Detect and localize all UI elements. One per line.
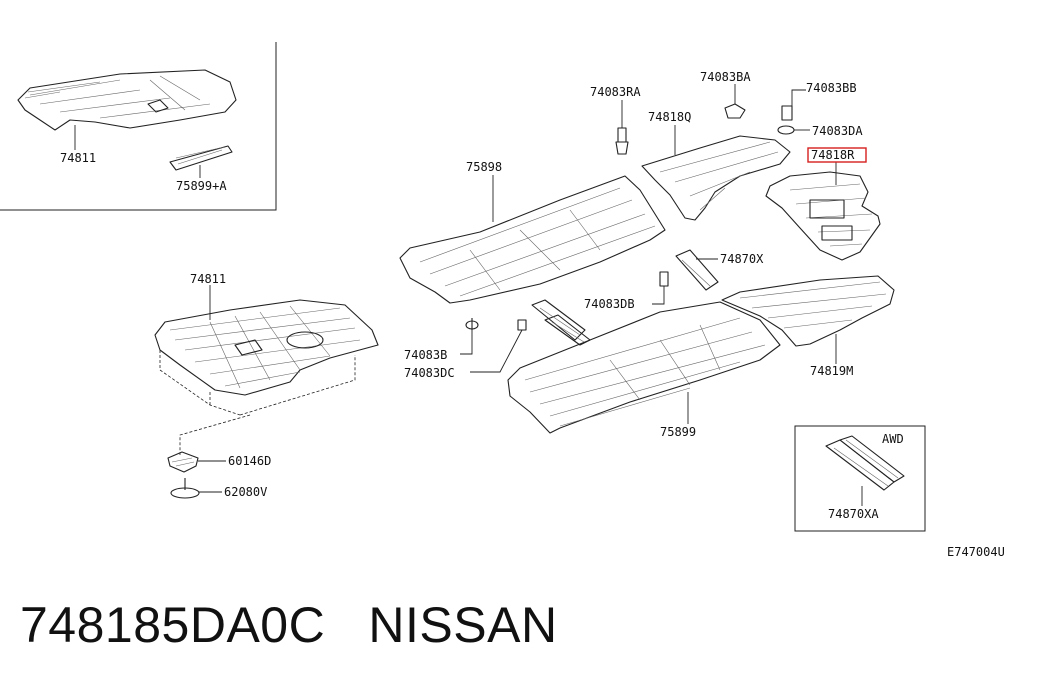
label-side-cover-m: 74819M	[810, 364, 853, 378]
clip-74083db	[652, 271, 669, 305]
label-main-cover: 74811	[190, 272, 226, 286]
side-cover-74819m	[721, 275, 895, 364]
label-clip-bb: 74083BB	[806, 81, 857, 95]
rear-cover-left	[507, 301, 781, 434]
diagram-code: E747004U	[947, 545, 1005, 559]
main-undercover	[154, 285, 379, 455]
label-side-cover-r: 74818R	[811, 148, 855, 162]
side-cover-74818q	[641, 125, 791, 221]
center-cover-part	[399, 175, 666, 304]
caption-brand: NISSAN	[368, 597, 558, 653]
label-clip-dc: 74083DC	[404, 366, 455, 380]
label-inset-cover: 74811	[60, 151, 96, 165]
caption-part-number: 748185DA0C	[20, 597, 326, 653]
side-cover-r-part	[765, 171, 881, 261]
caption: 748185DA0C NISSAN	[20, 596, 558, 654]
side-cover-74818r	[765, 162, 881, 261]
inset-bracket-part	[169, 145, 233, 171]
clip-74083ra	[615, 100, 629, 155]
label-clip-ba: 74083BA	[700, 70, 751, 84]
clip-74083bb	[781, 89, 806, 121]
inset-frame-top-left	[0, 42, 277, 211]
nut-60146d	[167, 451, 226, 473]
label-rear-cover-left: 75899	[660, 425, 696, 439]
bracket-center	[531, 299, 591, 346]
inset-cover-part	[17, 69, 237, 131]
label-side-cover-q: 74818Q	[648, 110, 691, 124]
label-clip-da: 74083DA	[812, 124, 863, 138]
label-grommet: 62080V	[224, 485, 267, 499]
label-bracket-x: 74870X	[720, 252, 764, 266]
label-nut: 60146D	[228, 454, 271, 468]
clip-74083da	[777, 125, 810, 135]
side-cover-q-part	[641, 135, 791, 221]
label-bracket-xa: 74870XA	[828, 507, 879, 521]
side-cover-m-part	[721, 275, 895, 347]
clip-74083dc	[470, 319, 527, 373]
center-cover	[399, 175, 666, 304]
label-clip-b: 74083B	[404, 348, 447, 362]
label-clip-ra: 74083RA	[590, 85, 641, 99]
grommet-62080v	[170, 478, 222, 499]
label-awd: AWD	[882, 432, 904, 446]
label-inset-bracket: 75899+A	[176, 179, 227, 193]
awd-bracket-part	[825, 439, 895, 491]
label-clip-db: 74083DB	[584, 297, 635, 311]
clip-74083ba	[724, 84, 746, 119]
awd-inset	[794, 425, 926, 532]
main-undercover-part	[154, 299, 379, 396]
highlight-box-74818r	[807, 147, 867, 163]
clip-74083b	[460, 318, 479, 355]
bracket-74870x	[675, 249, 719, 291]
rear-cover-left-part	[507, 301, 781, 434]
label-center-cover: 75898	[466, 160, 502, 174]
